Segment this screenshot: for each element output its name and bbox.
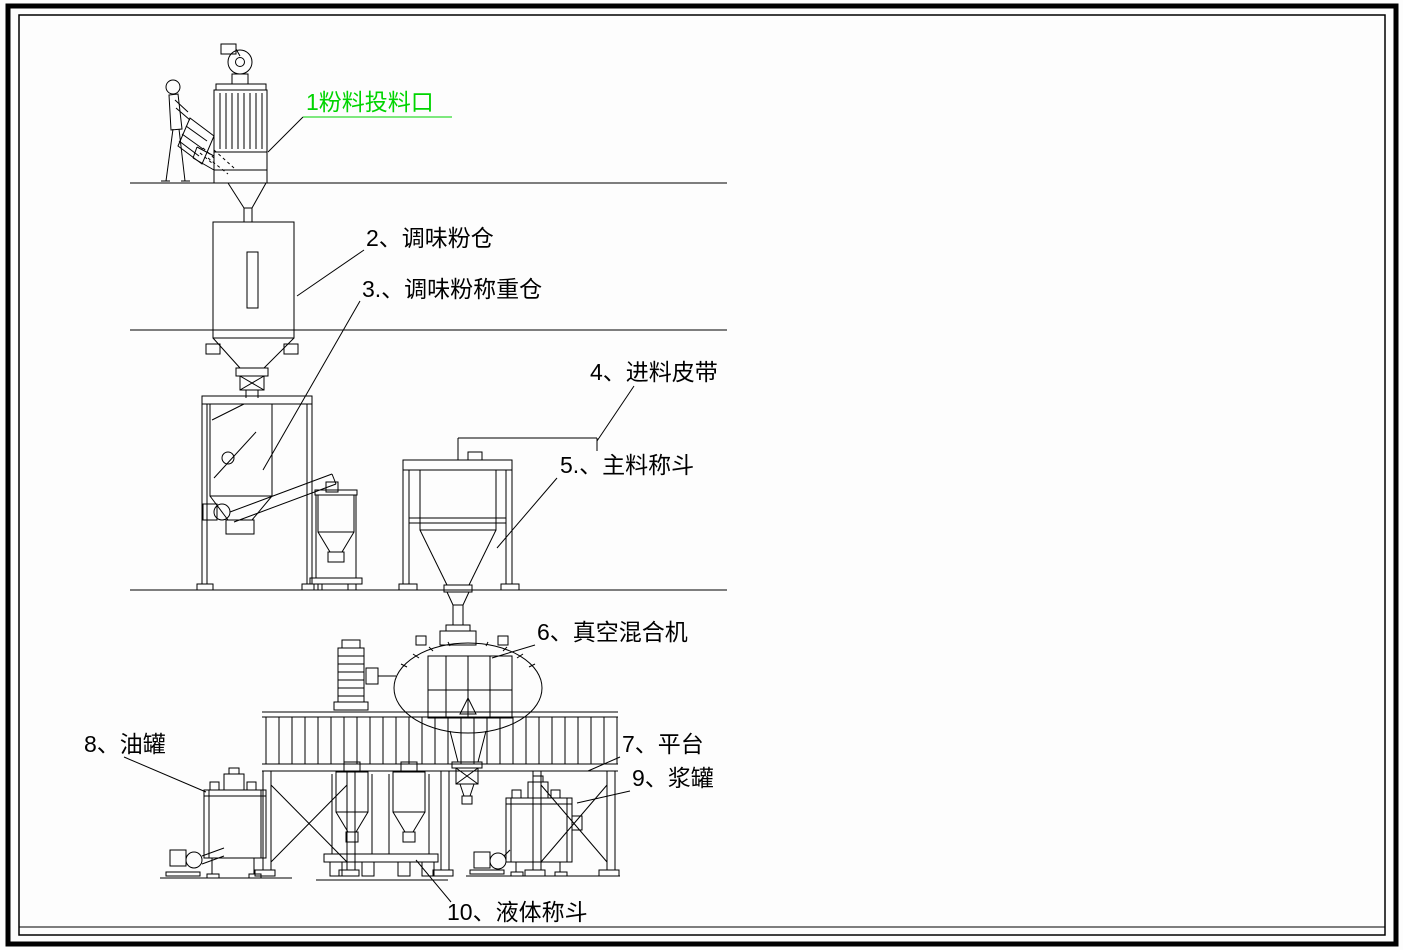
seasoning-powder-silo bbox=[205, 221, 299, 398]
seasoning-powder-weigh-bin bbox=[196, 395, 339, 591]
main-weigh-hopper bbox=[398, 451, 520, 626]
label-main-weigh-hopper: 5.、主料称斗 bbox=[560, 452, 694, 478]
platform bbox=[254, 711, 620, 877]
label-oil-tank: 8、油罐 bbox=[84, 731, 166, 757]
auxiliary-weigh-tank bbox=[309, 489, 363, 591]
liquid-weigh-hoppers bbox=[323, 761, 439, 877]
label-platform: 7、平台 bbox=[622, 731, 704, 757]
powder-feed-station bbox=[161, 43, 268, 223]
powder-bag bbox=[177, 117, 235, 175]
label-feed-belt: 4、进料皮带 bbox=[590, 359, 718, 385]
mixer-motor bbox=[333, 639, 396, 711]
label-seasoning-weigh-bin: 3.、调味粉称重仓 bbox=[362, 276, 542, 302]
label-vacuum-mixer: 6、真空混合机 bbox=[537, 619, 688, 645]
label-slurry-tank: 9、浆罐 bbox=[632, 765, 714, 791]
label-seasoning-powder-silo: 2、调味粉仓 bbox=[366, 225, 494, 251]
label-liquid-weigh-hopper: 10、液体称斗 bbox=[447, 899, 588, 925]
oil-tank bbox=[165, 767, 267, 879]
worker-figure bbox=[161, 79, 191, 182]
drawing-border bbox=[5, 3, 1399, 947]
slurry-tank bbox=[469, 775, 583, 877]
leader-lines bbox=[123, 116, 635, 903]
floor-lines bbox=[130, 182, 727, 881]
label-powder-feed-inlet: 1粉料投料口 bbox=[306, 89, 434, 115]
callout-labels: 1粉料投料口 2、调味粉仓 3.、调味粉称重仓 4、进料皮带 5.、主料称斗 6… bbox=[84, 89, 718, 925]
